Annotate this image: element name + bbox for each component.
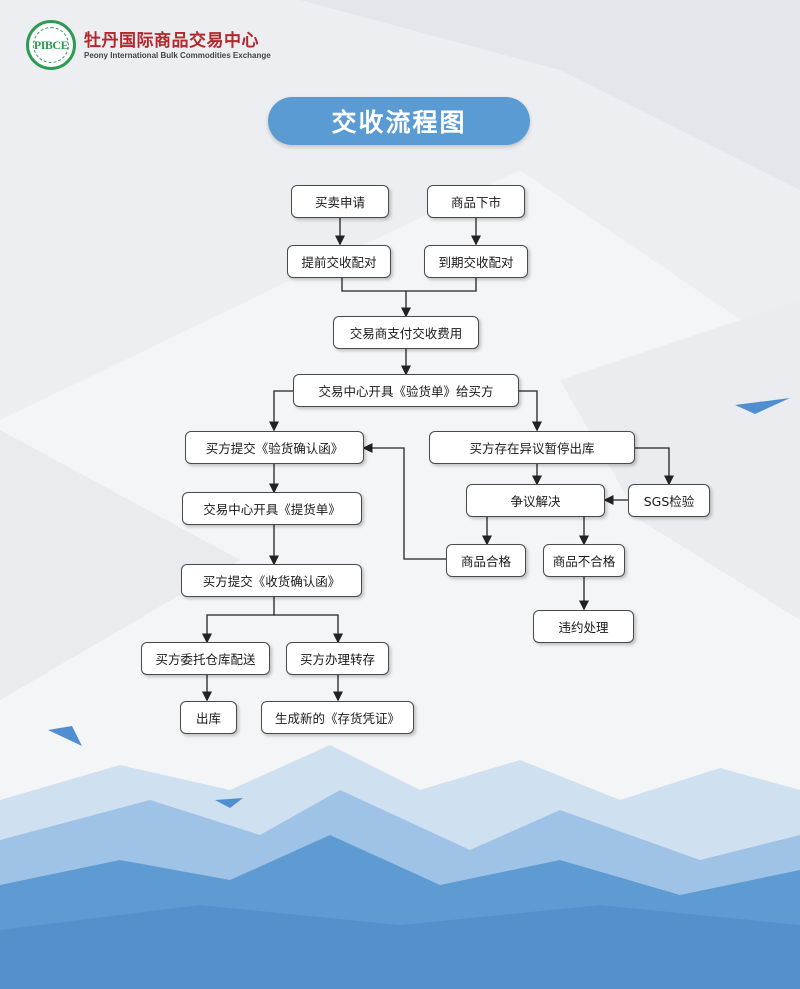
node-issue-inspection: 交易中心开具《验货单》给买方 <box>293 374 519 407</box>
node-expiry-match: 到期交收配对 <box>424 245 528 278</box>
brand-seal-text: PIBCE <box>33 37 69 52</box>
node-warehouse-delivery: 买方委托仓库配送 <box>141 642 270 675</box>
node-outbound: 出库 <box>180 701 237 734</box>
node-issue-bill: 交易中心开具《提货单》 <box>182 492 362 525</box>
node-early-match: 提前交收配对 <box>287 245 391 278</box>
node-buyer-confirm-inspection: 买方提交《验货确认函》 <box>185 431 364 464</box>
node-buy-sell-apply: 买卖申请 <box>291 185 389 218</box>
node-qualified: 商品合格 <box>446 544 526 577</box>
node-new-receipt: 生成新的《存货凭证》 <box>261 701 414 734</box>
node-delisting: 商品下市 <box>427 185 525 218</box>
node-pay-fee: 交易商支付交收费用 <box>333 316 479 349</box>
node-dispute-suspend: 买方存在异议暂停出库 <box>429 431 635 464</box>
brand-logo: PIBCE 牡丹国际商品交易中心 Peony International Bul… <box>26 20 276 74</box>
brand-name-cn: 牡丹国际商品交易中心 <box>84 31 259 51</box>
node-unqualified: 商品不合格 <box>543 544 625 577</box>
page-title: 交收流程图 <box>331 108 467 137</box>
node-sgs-inspection: SGS检验 <box>628 484 710 517</box>
node-buyer-confirm-receipt: 买方提交《收货确认函》 <box>181 564 362 597</box>
brand-seal: PIBCE <box>26 20 76 70</box>
brand-name-en: Peony International Bulk Commodities Exc… <box>84 51 271 60</box>
node-transfer: 买方办理转存 <box>286 642 389 675</box>
node-breach: 违约处理 <box>533 610 634 643</box>
node-dispute-resolve: 争议解决 <box>466 484 605 517</box>
page-title-banner: 交收流程图 <box>268 97 530 145</box>
